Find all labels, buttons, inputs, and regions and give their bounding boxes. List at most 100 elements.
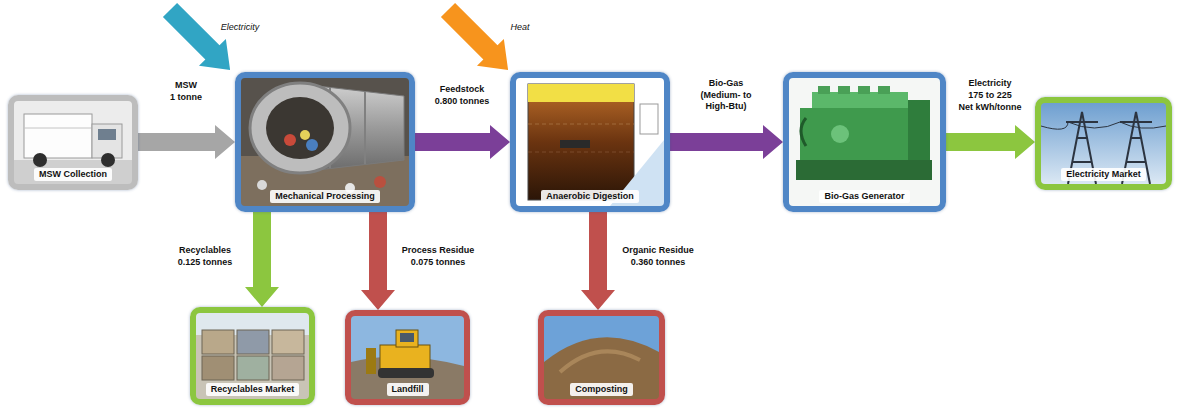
image-box: Electricity Market	[1035, 97, 1172, 190]
flow-label: Organic Residue	[622, 245, 694, 256]
illustration-part	[528, 84, 634, 200]
image-box: Landfill	[345, 310, 470, 405]
flow-label: MSW	[175, 80, 197, 91]
image-box: MSW Collection	[8, 95, 138, 190]
illustration-part	[380, 345, 430, 369]
illustration-part	[789, 78, 940, 206]
node-label: Anaerobic Digestion	[541, 190, 639, 203]
flow-note: 0.125 tonnes	[178, 257, 233, 268]
illustration-part	[801, 118, 806, 146]
illustration-part	[528, 84, 634, 102]
flow-note: 0.800 tonnes	[435, 96, 490, 107]
recyclables-picture	[196, 313, 309, 399]
illustration-part	[257, 180, 267, 190]
generator-picture	[789, 78, 940, 206]
flow-arrow	[581, 212, 615, 310]
illustration-part	[237, 330, 269, 354]
illustration-part	[284, 134, 296, 146]
heat-input-arrow	[435, 0, 522, 84]
flow-arrow	[670, 125, 783, 159]
image-box: Composting	[538, 310, 665, 405]
illustration-part	[366, 348, 376, 374]
node-label: Landfill	[387, 383, 429, 396]
flow-note: 0.075 tonnes	[411, 257, 466, 268]
illustration-part	[101, 153, 115, 167]
illustration-part	[351, 316, 464, 399]
image-box: Recyclables Market	[190, 307, 315, 405]
flow-note: Heat	[510, 22, 529, 33]
flow-note: (Medium- to High-Btu)	[695, 90, 757, 113]
illustration-part	[544, 316, 659, 399]
illustration-part	[544, 337, 659, 399]
illustration-part	[272, 330, 304, 354]
node-label: Mechanical Processing	[270, 190, 380, 203]
flow-note: Electricity	[221, 22, 260, 33]
illustration-part	[250, 83, 350, 173]
illustration-part	[831, 125, 849, 143]
electricity-input-arrow	[157, 0, 244, 84]
illustration-part	[196, 313, 309, 399]
flow-note: 0.360 tonnes	[631, 257, 686, 268]
illustration-part	[98, 129, 116, 140]
illustration-part	[878, 86, 890, 94]
illustration-part	[812, 92, 908, 110]
illustration-part	[640, 104, 658, 134]
illustration-part	[241, 78, 409, 206]
illustration-part	[374, 176, 386, 188]
flow-note: 1 tonne	[170, 92, 202, 103]
illustration-part	[796, 160, 932, 180]
image-box: Mechanical Processing	[235, 72, 415, 212]
illustration-part	[560, 351, 640, 372]
flow-arrow	[361, 212, 395, 310]
flow-label: Electricity	[968, 78, 1011, 89]
illustration-part	[858, 86, 870, 94]
illustration-part	[516, 78, 664, 206]
compost-picture	[544, 316, 659, 399]
electricity-input-arrow	[157, 0, 244, 84]
illustration-part	[378, 368, 434, 378]
node-label: Bio-Gas Generator	[819, 190, 909, 203]
illustration-part	[306, 139, 318, 151]
node-label: Electricity Market	[1061, 168, 1146, 181]
illustration-part	[14, 101, 132, 184]
illustration-part	[266, 97, 334, 159]
illustration-part	[560, 140, 590, 148]
illustration-part	[908, 100, 930, 160]
node-label: Recyclables Market	[206, 383, 300, 396]
digester-picture	[516, 78, 664, 206]
illustration-part	[24, 128, 92, 129]
flow-arrow	[138, 125, 235, 159]
illustration-part	[396, 330, 418, 347]
illustration-part	[14, 160, 132, 184]
illustration-part	[838, 86, 850, 94]
node-label: MSW Collection	[34, 168, 112, 181]
illustration-part	[1041, 122, 1166, 129]
illustration-part	[528, 124, 634, 125]
illustration-part	[800, 108, 912, 160]
illustration-part	[528, 152, 634, 153]
illustration-part	[300, 130, 310, 140]
illustration-part	[272, 356, 304, 380]
flow-note: Net kWh/tonne	[959, 102, 1022, 113]
illustration-part	[33, 153, 47, 167]
illustration-part	[24, 114, 92, 158]
image-box: Bio-Gas Generator	[783, 72, 946, 212]
illustration-part	[818, 86, 830, 94]
illustration-part	[1041, 103, 1166, 184]
power-lines-picture	[1041, 103, 1166, 184]
illustration-part	[202, 356, 234, 380]
processing-picture	[241, 78, 409, 206]
flow-label: Bio-Gas	[709, 78, 744, 89]
heat-input-arrow	[435, 0, 522, 84]
flow-arrow	[245, 212, 279, 307]
flow-arrow	[415, 125, 510, 159]
flow-arrow	[946, 125, 1035, 159]
illustration-part	[237, 356, 269, 380]
node-label: Composting	[570, 383, 633, 396]
flow-label: Feedstock	[440, 84, 485, 95]
illustration-part	[400, 333, 414, 342]
truck-picture	[14, 101, 132, 184]
